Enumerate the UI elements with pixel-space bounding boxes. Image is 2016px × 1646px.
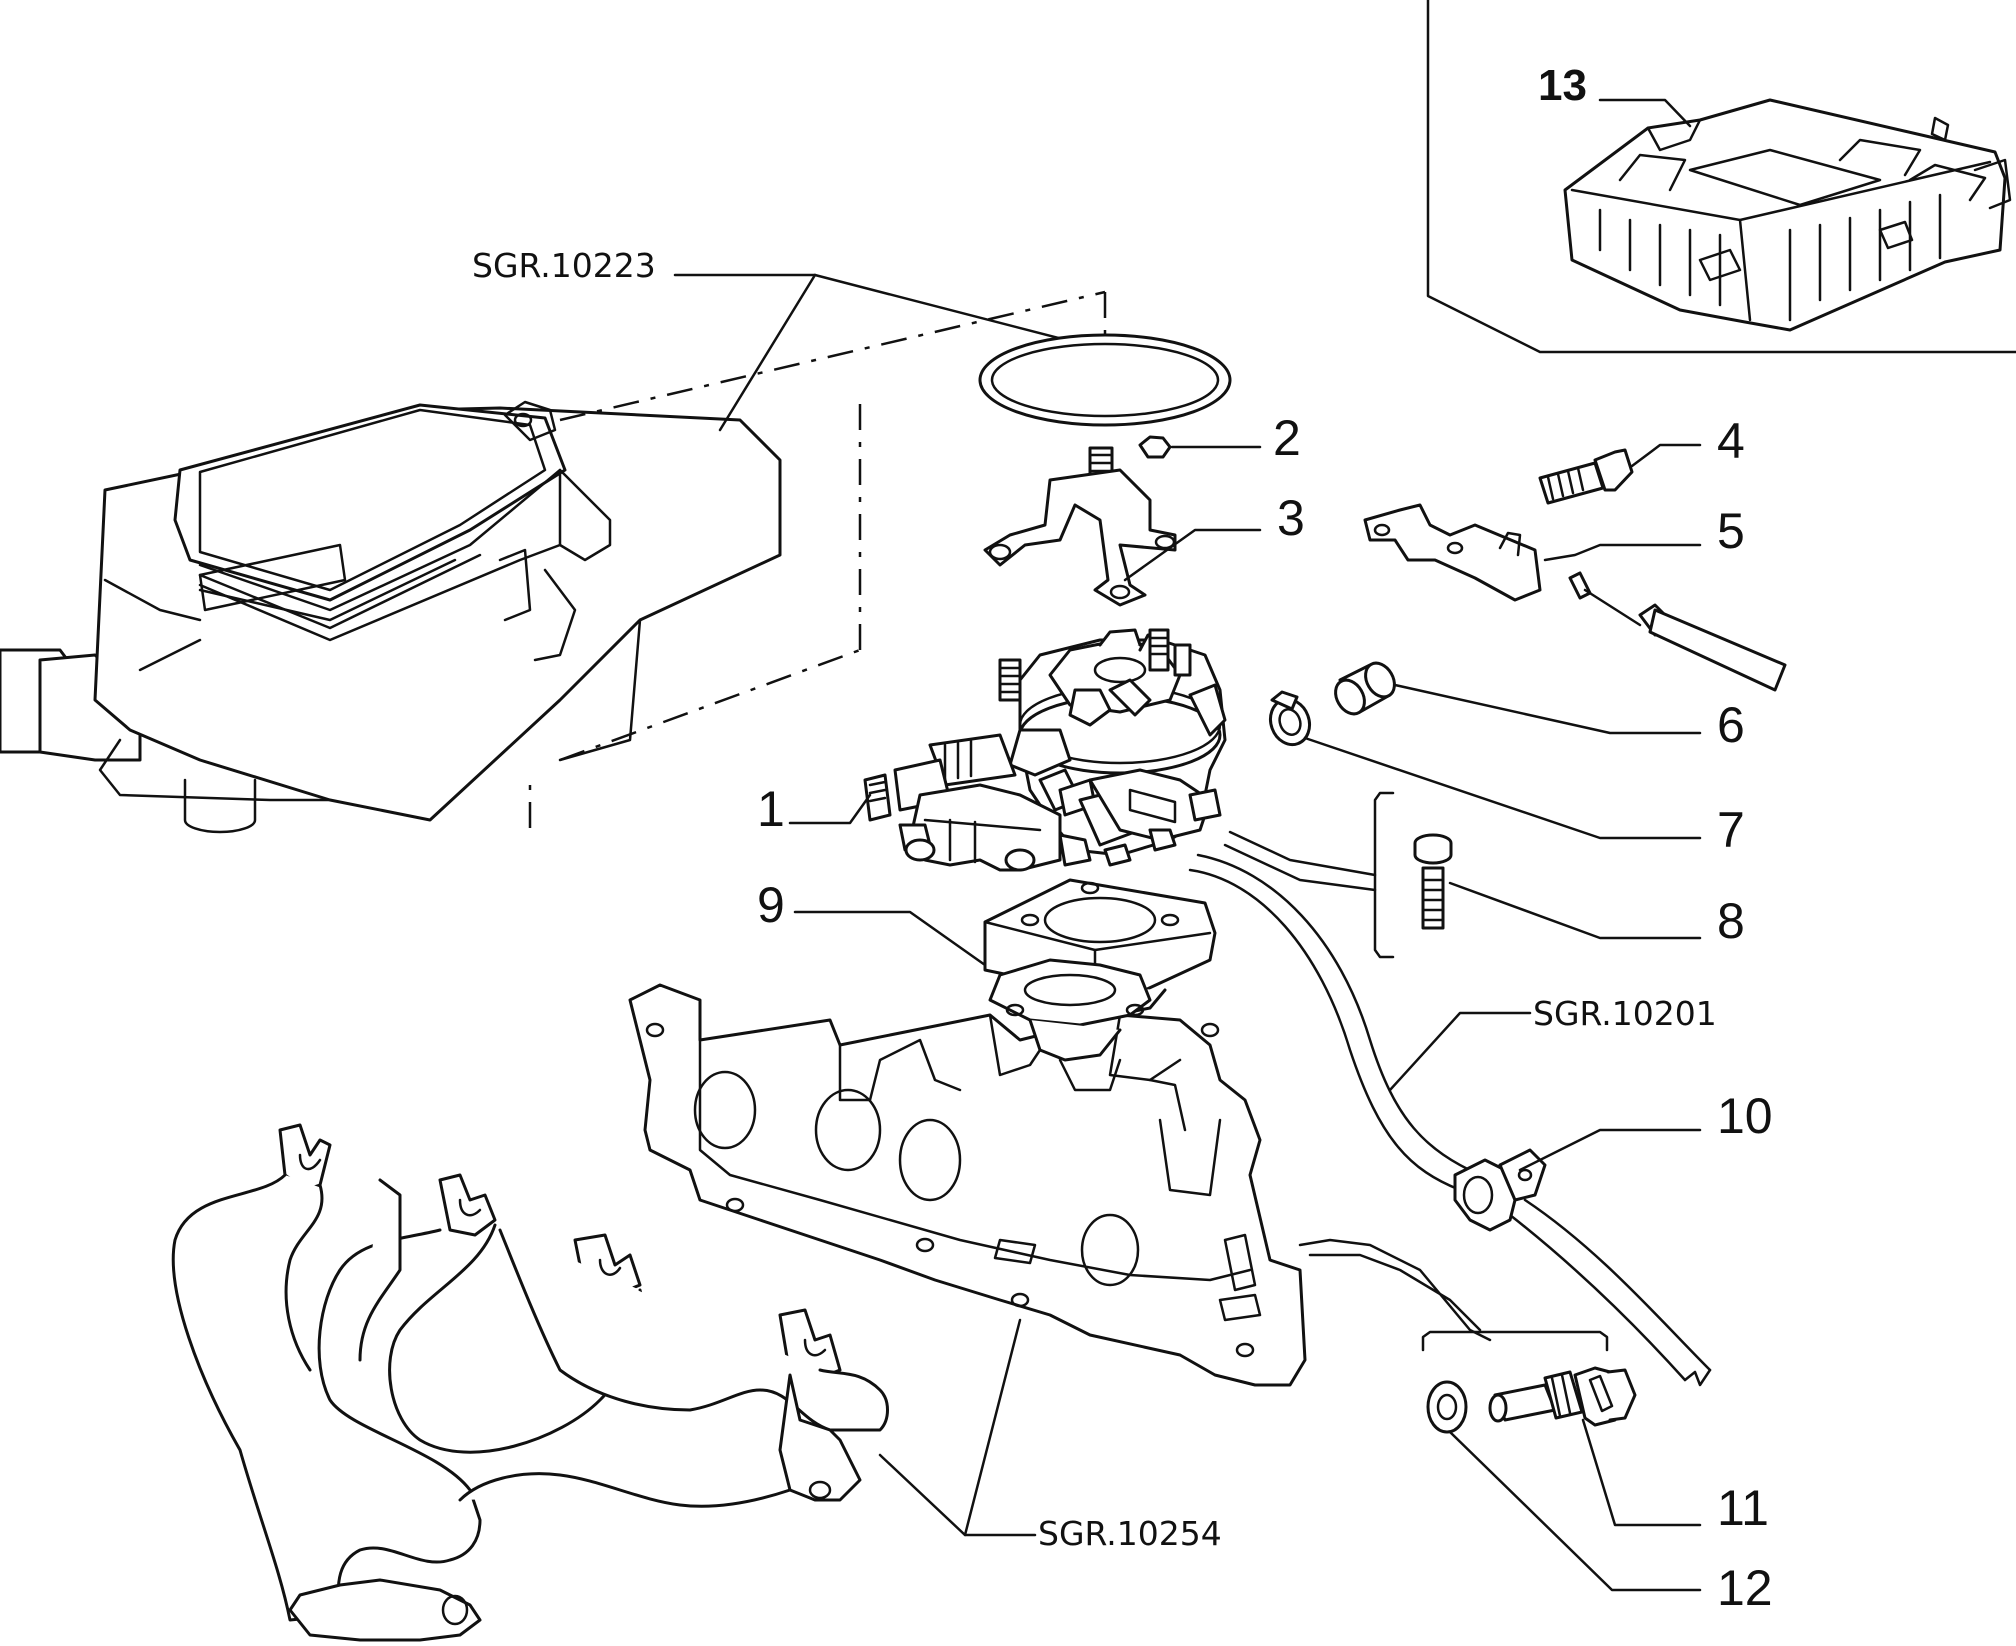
part-air-cleaner-housing (0, 400, 782, 834)
callout-11: 11 (1717, 1480, 1769, 1536)
part-7-clamp (1268, 690, 1312, 747)
callout-5: 5 (1717, 503, 1745, 559)
part-gasket-ring (978, 333, 1232, 427)
ref-sgr-10223: SGR.10223 (472, 246, 656, 285)
callout-10: 10 (1717, 1088, 1773, 1144)
callout-12: 12 (1717, 1560, 1773, 1616)
part-8-screw (1413, 833, 1453, 930)
leader-3 (1123, 528, 1262, 582)
part-3-bracket (983, 446, 1177, 607)
bracket-8 (1373, 791, 1395, 959)
axis-lines (528, 290, 1107, 828)
reference-air-cleaner-group: SGR.10223 (472, 246, 1107, 432)
part-5-cable (1568, 571, 1787, 692)
leader-10 (1518, 1128, 1702, 1172)
inset-frame (1426, 0, 2016, 354)
reference-hose-group: SGR.10201 (1388, 994, 1717, 1092)
leader-13 (1598, 98, 1692, 128)
callout-7: 7 (1717, 802, 1745, 858)
callout-13: 13 (1538, 61, 1587, 110)
part-5-lever (1363, 503, 1542, 602)
part-11-sensor (1488, 1366, 1637, 1427)
callout-6: 6 (1717, 697, 1745, 753)
leader-9 (793, 910, 987, 967)
leader-4 (1630, 443, 1702, 468)
leader-11 (1581, 1418, 1702, 1527)
callout-2: 2 (1273, 410, 1301, 466)
part-12-washer (1426, 1380, 1468, 1434)
callout-8: 8 (1717, 893, 1745, 949)
part-10-clip (1453, 1148, 1547, 1232)
part-intake-manifold (628, 958, 1307, 1387)
reference-manifold-group: SGR.10254 (878, 1318, 1222, 1553)
callout-4: 4 (1717, 413, 1745, 469)
callout-3: 3 (1277, 490, 1305, 546)
leader-1 (788, 793, 872, 825)
leader-6 (1393, 683, 1702, 735)
part-1-throttle-body (863, 628, 1227, 872)
callout-9: 9 (757, 877, 785, 933)
part-vacuum-hose (1188, 853, 1712, 1387)
leader-8-to-throttle-b (1223, 843, 1377, 892)
leader-8 (1448, 881, 1702, 940)
ref-sgr-10254: SGR.10254 (1038, 1514, 1222, 1553)
leader-5 (1543, 543, 1702, 562)
leader-8-to-throttle (1228, 830, 1377, 877)
part-2-nut (1138, 435, 1172, 459)
leader-7 (1303, 736, 1702, 840)
part-6-sleeve (1334, 661, 1396, 716)
part-4-screw (1538, 448, 1634, 505)
sensor-group-bracket (1298, 1238, 1609, 1352)
part-13-control-unit (1563, 98, 2012, 332)
ref-sgr-10201: SGR.10201 (1533, 994, 1717, 1033)
part-exhaust-manifold (171, 1123, 889, 1642)
callout-1: 1 (757, 781, 785, 837)
leader-12 (1448, 1430, 1702, 1592)
